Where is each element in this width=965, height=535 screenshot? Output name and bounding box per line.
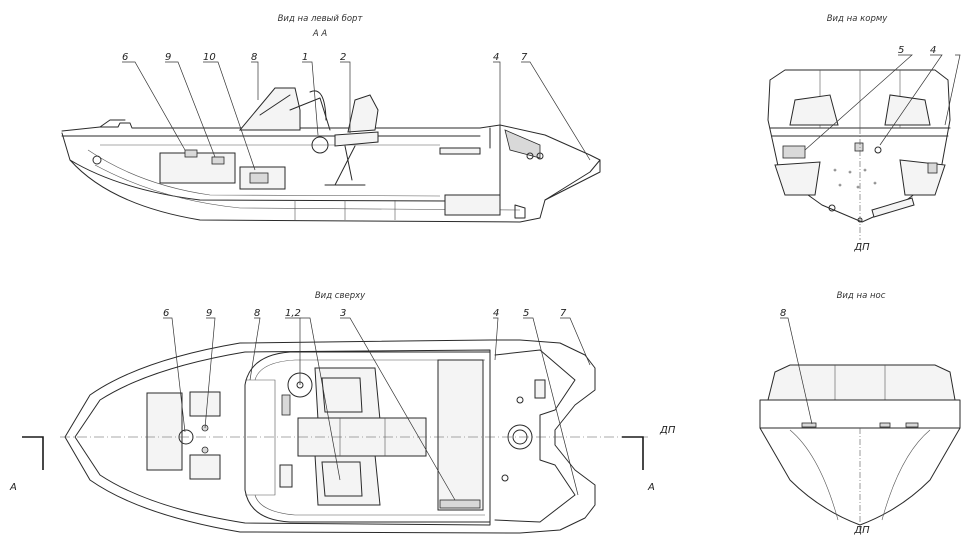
callout-side-2: 2 <box>340 52 346 63</box>
title-section-aa: А А <box>312 29 328 39</box>
callout-bow-8: 8 <box>780 308 786 319</box>
bow-view: 8 ДП <box>759 308 961 535</box>
section-mark-right: А <box>647 482 655 493</box>
stern-view: 5 4 ДП <box>767 45 961 253</box>
callout-top-9: 9 <box>206 308 212 319</box>
title-top-view: Вид сверху <box>315 291 366 301</box>
centerline-label-stern: ДП <box>853 242 870 253</box>
callout-top-8: 8 <box>254 308 260 319</box>
title-side-view: Вид на левый борт <box>278 14 364 24</box>
callout-top-3: 3 <box>340 308 346 319</box>
section-mark-left: А <box>9 482 17 493</box>
centerline-label-top: ДП <box>659 425 676 436</box>
callout-side-9: 9 <box>165 52 171 63</box>
callout-stern-4: 4 <box>930 45 936 56</box>
title-bow-view: Вид на нос <box>837 291 886 301</box>
callout-top-6: 6 <box>163 308 169 319</box>
callout-side-7: 7 <box>521 52 528 63</box>
callout-top-1-2: 1,2 <box>285 308 301 319</box>
callout-side-10: 10 <box>203 52 216 63</box>
callout-side-1: 1 <box>302 52 308 63</box>
callout-stern-5: 5 <box>898 45 904 56</box>
callout-top-7: 7 <box>560 308 567 319</box>
side-view: 6 9 10 8 1 2 4 7 <box>61 52 601 223</box>
callout-side-8: 8 <box>251 52 257 63</box>
callout-top-4: 4 <box>493 308 499 319</box>
centerline-label-bow: ДП <box>853 525 870 535</box>
title-stern-view: Вид на корму <box>827 14 889 24</box>
callout-side-6: 6 <box>122 52 128 63</box>
callout-top-5: 5 <box>523 308 529 319</box>
top-view: А А ДП 6 9 8 1,2 3 4 5 7 <box>9 308 676 534</box>
callout-side-4: 4 <box>493 52 499 63</box>
